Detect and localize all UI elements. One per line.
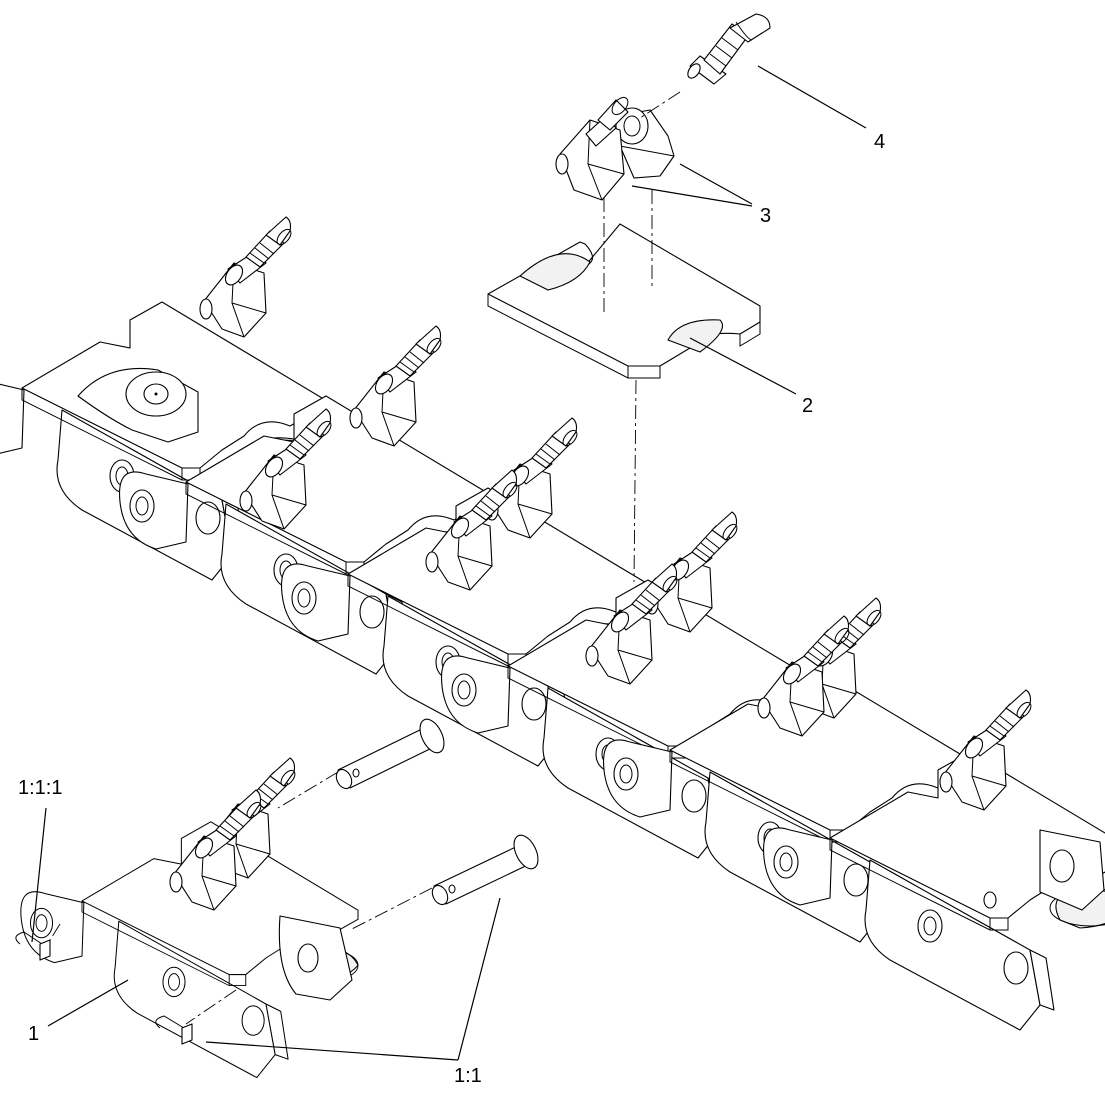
part-1-1-1-clips (15, 931, 193, 1045)
callout-label-4: 4 (874, 131, 885, 153)
callout-label-2: 2 (802, 395, 813, 417)
callout-label-1: 1 (28, 1023, 39, 1045)
callout-label-1-1-1: 1:1:1 (18, 777, 62, 799)
assembly-centerlines (49, 91, 681, 1025)
part-2-top-plate (487, 223, 761, 379)
part-3-pick-holders (555, 96, 675, 201)
callout-label-3: 3 (760, 205, 771, 227)
cutter-chain-assembly (0, 216, 1105, 1031)
part-1-chain-link (20, 757, 359, 1079)
part-1-1-pins (335, 718, 539, 906)
part-4-cutter-pick (687, 13, 771, 85)
callout-leaders (31, 65, 867, 1061)
callout-label-1-1: 1:1 (454, 1065, 482, 1087)
